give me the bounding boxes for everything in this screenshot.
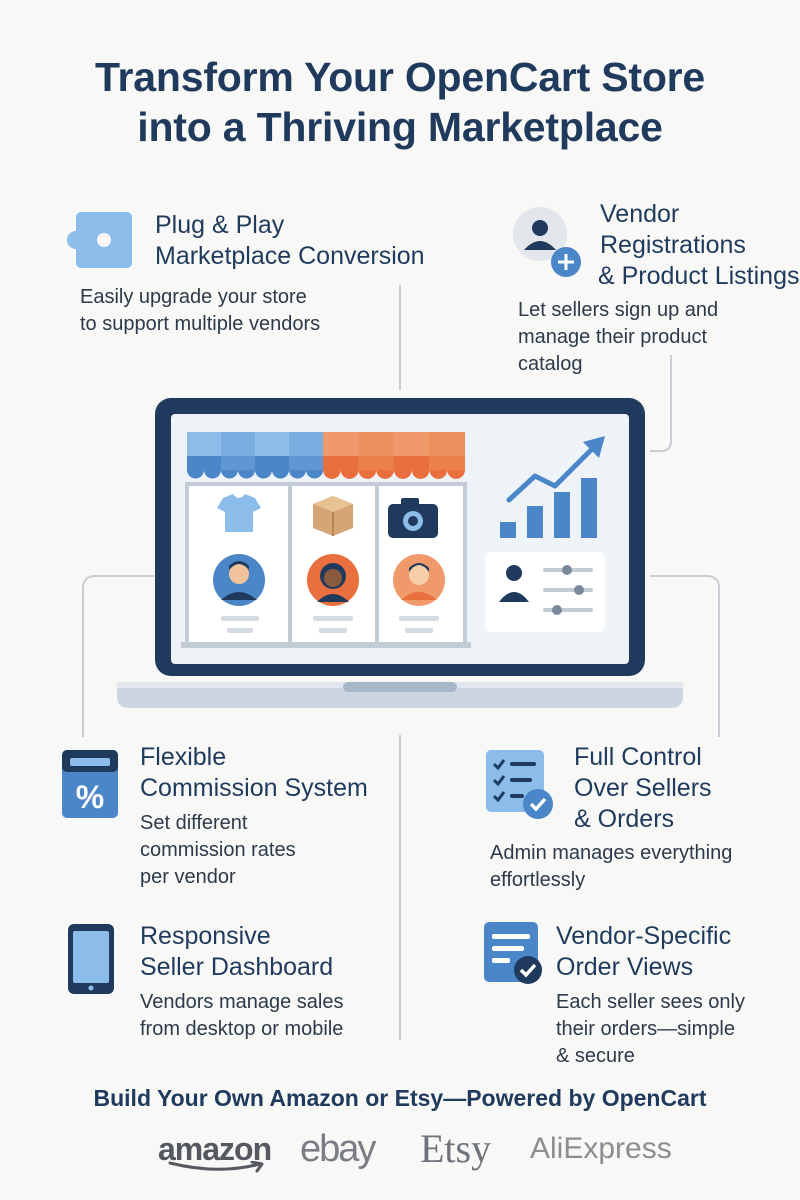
title-line-1: Transform Your OpenCart Store [94, 54, 706, 100]
order-document-icon [484, 922, 550, 988]
puzzle-icon [64, 210, 136, 270]
feature-commission-desc: Set different commission rates per vendo… [140, 812, 296, 888]
feature-plug-play-desc: Easily upgrade your store to support mul… [80, 286, 321, 335]
tagline: Build Your Own Amazon or Etsy—Powered by… [93, 1085, 707, 1111]
svg-text:%: % [76, 779, 104, 815]
feature-order-views-title: Vendor-Specific Order Views [556, 922, 732, 981]
etsy-logo: Etsy [420, 1126, 492, 1171]
title-line-2: into a Thriving Marketplace [137, 104, 663, 150]
feature-dashboard-desc: Vendors manage sales from desktop or mob… [140, 991, 344, 1040]
connector-right [650, 575, 720, 737]
tablet-icon [68, 924, 114, 994]
feature-commission-title: Flexible Commission System [140, 743, 368, 802]
feature-dashboard-title: Responsive Seller Dashboard [140, 922, 334, 981]
connector-left [82, 575, 154, 737]
feature-order-views-desc: Each seller sees only their orders—simpl… [556, 991, 745, 1067]
feature-full-control-desc: Admin manages everything effortlessly [490, 842, 733, 891]
feature-vendor-registration-title: Vendor Registrations & Product Listings [598, 200, 800, 290]
feature-plug-play-title: Plug & Play Marketplace Conversion [155, 211, 425, 270]
ebay-logo: ebay [300, 1128, 376, 1170]
connector-top-center [399, 285, 401, 390]
checklist-icon [486, 750, 556, 822]
feature-full-control-title: Full Control Over Sellers & Orders [574, 743, 712, 833]
connector-top-right [650, 355, 672, 452]
user-add-icon [512, 206, 584, 278]
feature-vendor-registration-desc: Let sellers sign up and manage their pro… [518, 299, 719, 375]
page-title: Transform Your OpenCart Store into a Thr… [0, 52, 800, 152]
connector-bottom-center [399, 735, 401, 1040]
percent-calculator-icon: % [62, 750, 118, 818]
amazon-logo: amazon [158, 1125, 273, 1173]
laptop-illustration [115, 396, 685, 714]
aliexpress-logo: AliExpress [530, 1132, 672, 1165]
